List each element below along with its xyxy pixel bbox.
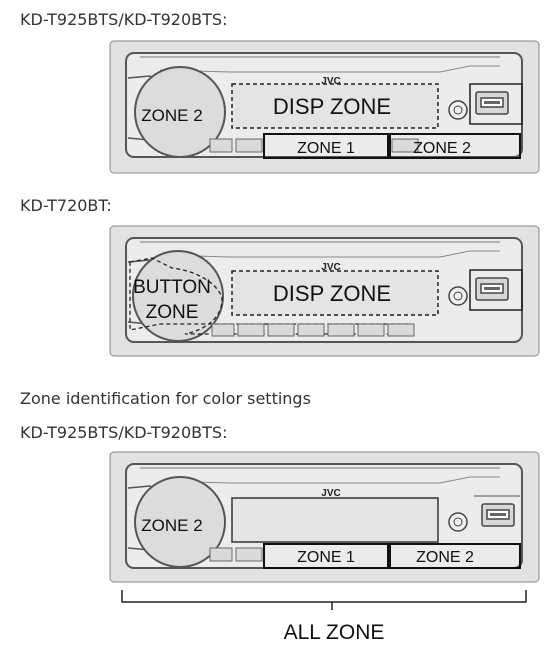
unit-3-zone2-box (389, 543, 521, 569)
unit-1-display-zone (231, 83, 439, 129)
unit-2-volume-knob (132, 250, 224, 342)
unit-2-knob-label-line1: BUTTON (133, 277, 211, 298)
unit-3-display-window (231, 497, 439, 543)
unit-3-zone1-box (263, 543, 389, 569)
unit-1-zone2-label: ZONE 2 (413, 140, 471, 157)
unit-2-knob-label-line2: ZONE (146, 302, 199, 323)
unit-3-zone1-label: ZONE 1 (297, 549, 355, 566)
unit-1-volume-knob (134, 66, 226, 158)
unit-2-display-label: DISP ZONE (273, 281, 391, 306)
unit-3-zone2-label: ZONE 2 (416, 549, 474, 566)
unit-2-display-zone (231, 270, 439, 316)
unit-3-volume-knob (134, 476, 226, 568)
caption-model-1: KD-T925BTS/KD-T920BTS: (20, 10, 228, 29)
unit-3-faceplate (109, 451, 540, 583)
unit-1-zone2-box (389, 133, 521, 159)
unit-1-brand-logo: JVC (321, 76, 340, 87)
unit-2-faceplate (109, 225, 540, 357)
unit-1-zone1-box (263, 133, 389, 159)
unit-1-faceplate (109, 40, 540, 174)
all-zone-bracket (121, 590, 527, 610)
caption-model-2: KD-T720BT: (20, 196, 112, 215)
all-zone-label: ALL ZONE (284, 621, 385, 644)
unit-1-knob-label: ZONE 2 (141, 106, 202, 125)
caption-model-3: KD-T925BTS/KD-T920BTS: (20, 423, 228, 442)
unit-1-display-label: DISP ZONE (273, 94, 391, 119)
unit-3-knob-label: ZONE 2 (141, 516, 202, 535)
section-heading: Zone identification for color settings (20, 389, 311, 408)
unit-1-zone1-label: ZONE 1 (297, 140, 355, 157)
unit-2-brand-logo: JVC (321, 262, 340, 273)
unit-2-button-zone-outline (129, 257, 411, 335)
unit-3-brand-logo: JVC (321, 488, 340, 499)
